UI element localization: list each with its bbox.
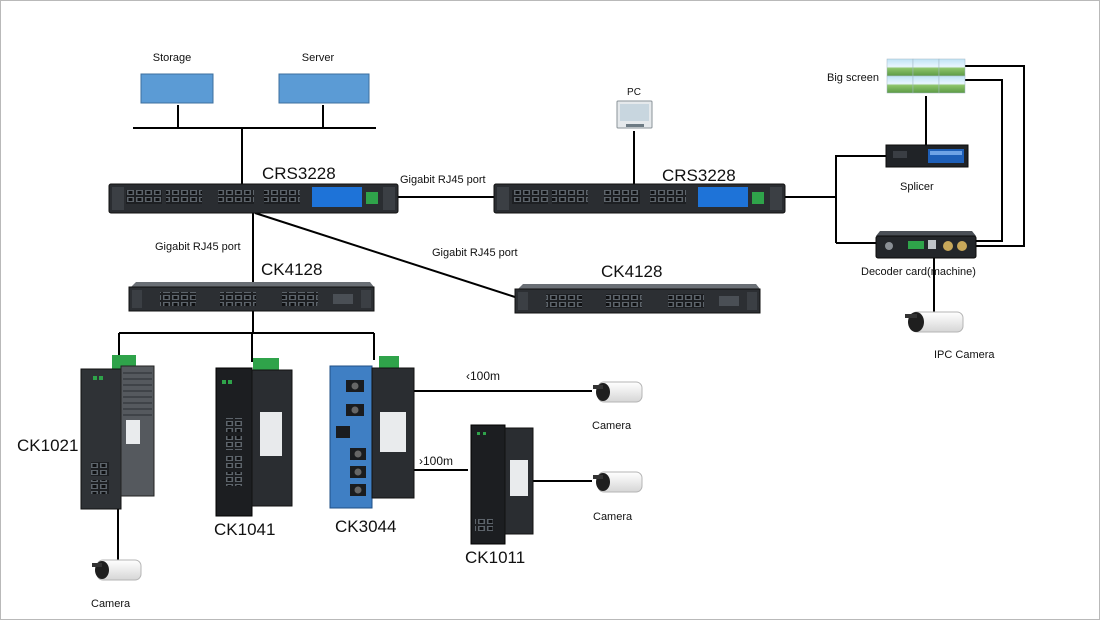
- ck1011-label: CK1011: [465, 548, 525, 567]
- bullet-camera-icon: [593, 471, 643, 493]
- distance-label-under-100m: ‹100m: [466, 369, 500, 383]
- decoder-card-icon: [875, 231, 977, 259]
- splicer-label: Splicer: [900, 181, 934, 193]
- bullet-camera-icon: [593, 381, 643, 403]
- ck4128-right-switch: [514, 284, 761, 314]
- ck1021-label: CK1021: [17, 436, 78, 455]
- ck4128-right-label: CK4128: [601, 262, 662, 281]
- camera-label-c: Camera: [91, 598, 131, 610]
- ck1041-label: CK1041: [214, 520, 275, 539]
- ck3044-label: CK3044: [335, 517, 396, 536]
- big-screen-label: Big screen: [827, 72, 879, 84]
- crs3228-left-label: CRS3228: [262, 164, 336, 183]
- crs3228-left-switch: [108, 183, 399, 214]
- ck4128-left-switch: [128, 282, 375, 312]
- ipc-camera-icon: [905, 311, 964, 333]
- distance-label-over-100m: ›100m: [419, 454, 453, 468]
- pc-label: PC: [627, 87, 641, 98]
- camera-label-a: Camera: [592, 420, 632, 432]
- ipc-camera-label: IPC Camera: [934, 349, 995, 361]
- crs3228-right-switch: [493, 183, 786, 214]
- ck1011-switch: [470, 424, 534, 545]
- gigabit-port-label-mid: Gigabit RJ45 port: [432, 247, 518, 259]
- camera-label-b: Camera: [593, 511, 633, 523]
- server-box-icon: [278, 73, 370, 104]
- connection-lines: [117, 65, 1025, 560]
- ck4128-left-label: CK4128: [261, 260, 322, 279]
- gigabit-port-label-top: Gigabit RJ45 port: [400, 174, 486, 186]
- monitor-icon: [616, 100, 653, 129]
- storage-box-icon: [140, 73, 214, 104]
- bullet-camera-icon: [92, 559, 142, 581]
- gigabit-port-label-left: Gigabit RJ45 port: [155, 241, 241, 253]
- server-label: Server: [302, 52, 335, 64]
- splicer-device-icon: [885, 144, 969, 168]
- storage-label: Storage: [153, 52, 192, 64]
- ck3044-switch: [329, 356, 415, 509]
- ck1021-switch: [80, 355, 155, 510]
- video-wall-icon: [886, 58, 966, 94]
- decoder-label: Decoder card(machine): [861, 266, 976, 278]
- ck1041-switch: [215, 358, 293, 517]
- crs3228-right-label: CRS3228: [662, 166, 736, 185]
